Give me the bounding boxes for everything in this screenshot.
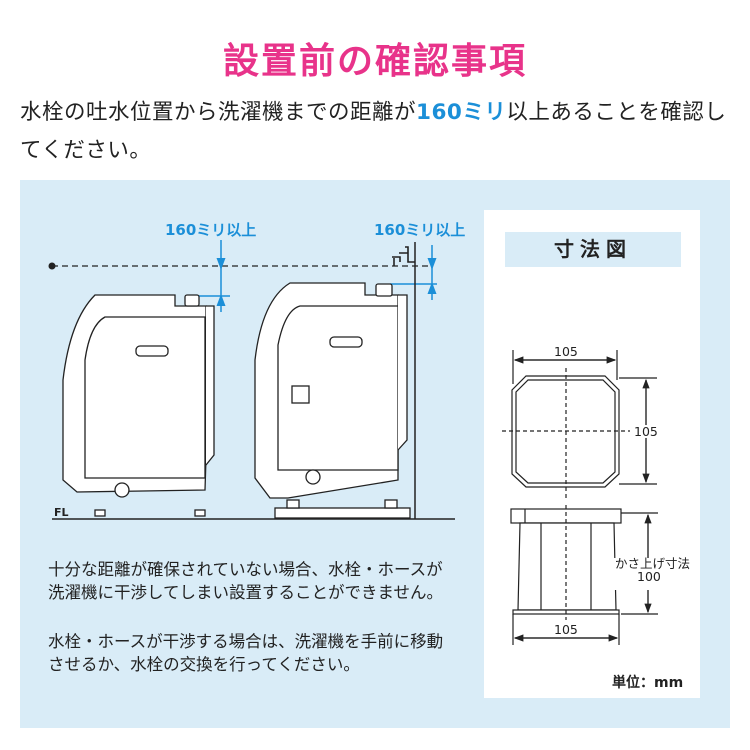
note-clearance: 十分な距離が確保されていない場合、水栓・ホースが洗濯機に干渉してしまい設置するこ… — [48, 560, 444, 602]
top-width-label: 105 — [554, 344, 578, 359]
clearance-arrow-left — [195, 240, 230, 312]
unit-label: 単位：mm — [612, 675, 684, 691]
dimension-heading: 寸法図 — [505, 232, 681, 267]
raise-label: かさ上げ寸法 — [615, 556, 690, 571]
clearance-arrow-right — [390, 245, 437, 300]
note-solution: 水栓・ホースが干渉する場合は、洗濯機を手前に移動させるか、水栓の交換を行ってくだ… — [48, 632, 444, 674]
intro-highlight: 160ミリ — [416, 100, 507, 125]
page-title: 設置前の確認事項 — [222, 41, 527, 82]
raising-stand — [274, 507, 411, 519]
top-depth-label: 105 — [634, 424, 658, 439]
clearance-label-left: 160ミリ以上 — [165, 221, 256, 239]
floor-label: FL — [54, 506, 69, 519]
intro-text: 水栓の吐水位置から洗濯機までの距離が160ミリ以上あることを確認してください。 — [20, 94, 740, 170]
bottom-width-label: 105 — [554, 622, 578, 637]
intro-after: 以上あることを確認してください。 — [20, 100, 727, 163]
faucet-icon — [392, 246, 415, 266]
raise-value: 100 — [637, 569, 661, 584]
intro-before: 水栓の吐水位置から洗濯機までの距離が — [20, 100, 417, 125]
dimension-box — [484, 210, 700, 698]
washing-machine-right — [254, 282, 411, 519]
washing-machine-left — [62, 294, 215, 517]
stand-side-view — [510, 505, 658, 645]
stand-top-view — [502, 350, 657, 500]
clearance-label-right: 160ミリ以上 — [374, 221, 465, 239]
